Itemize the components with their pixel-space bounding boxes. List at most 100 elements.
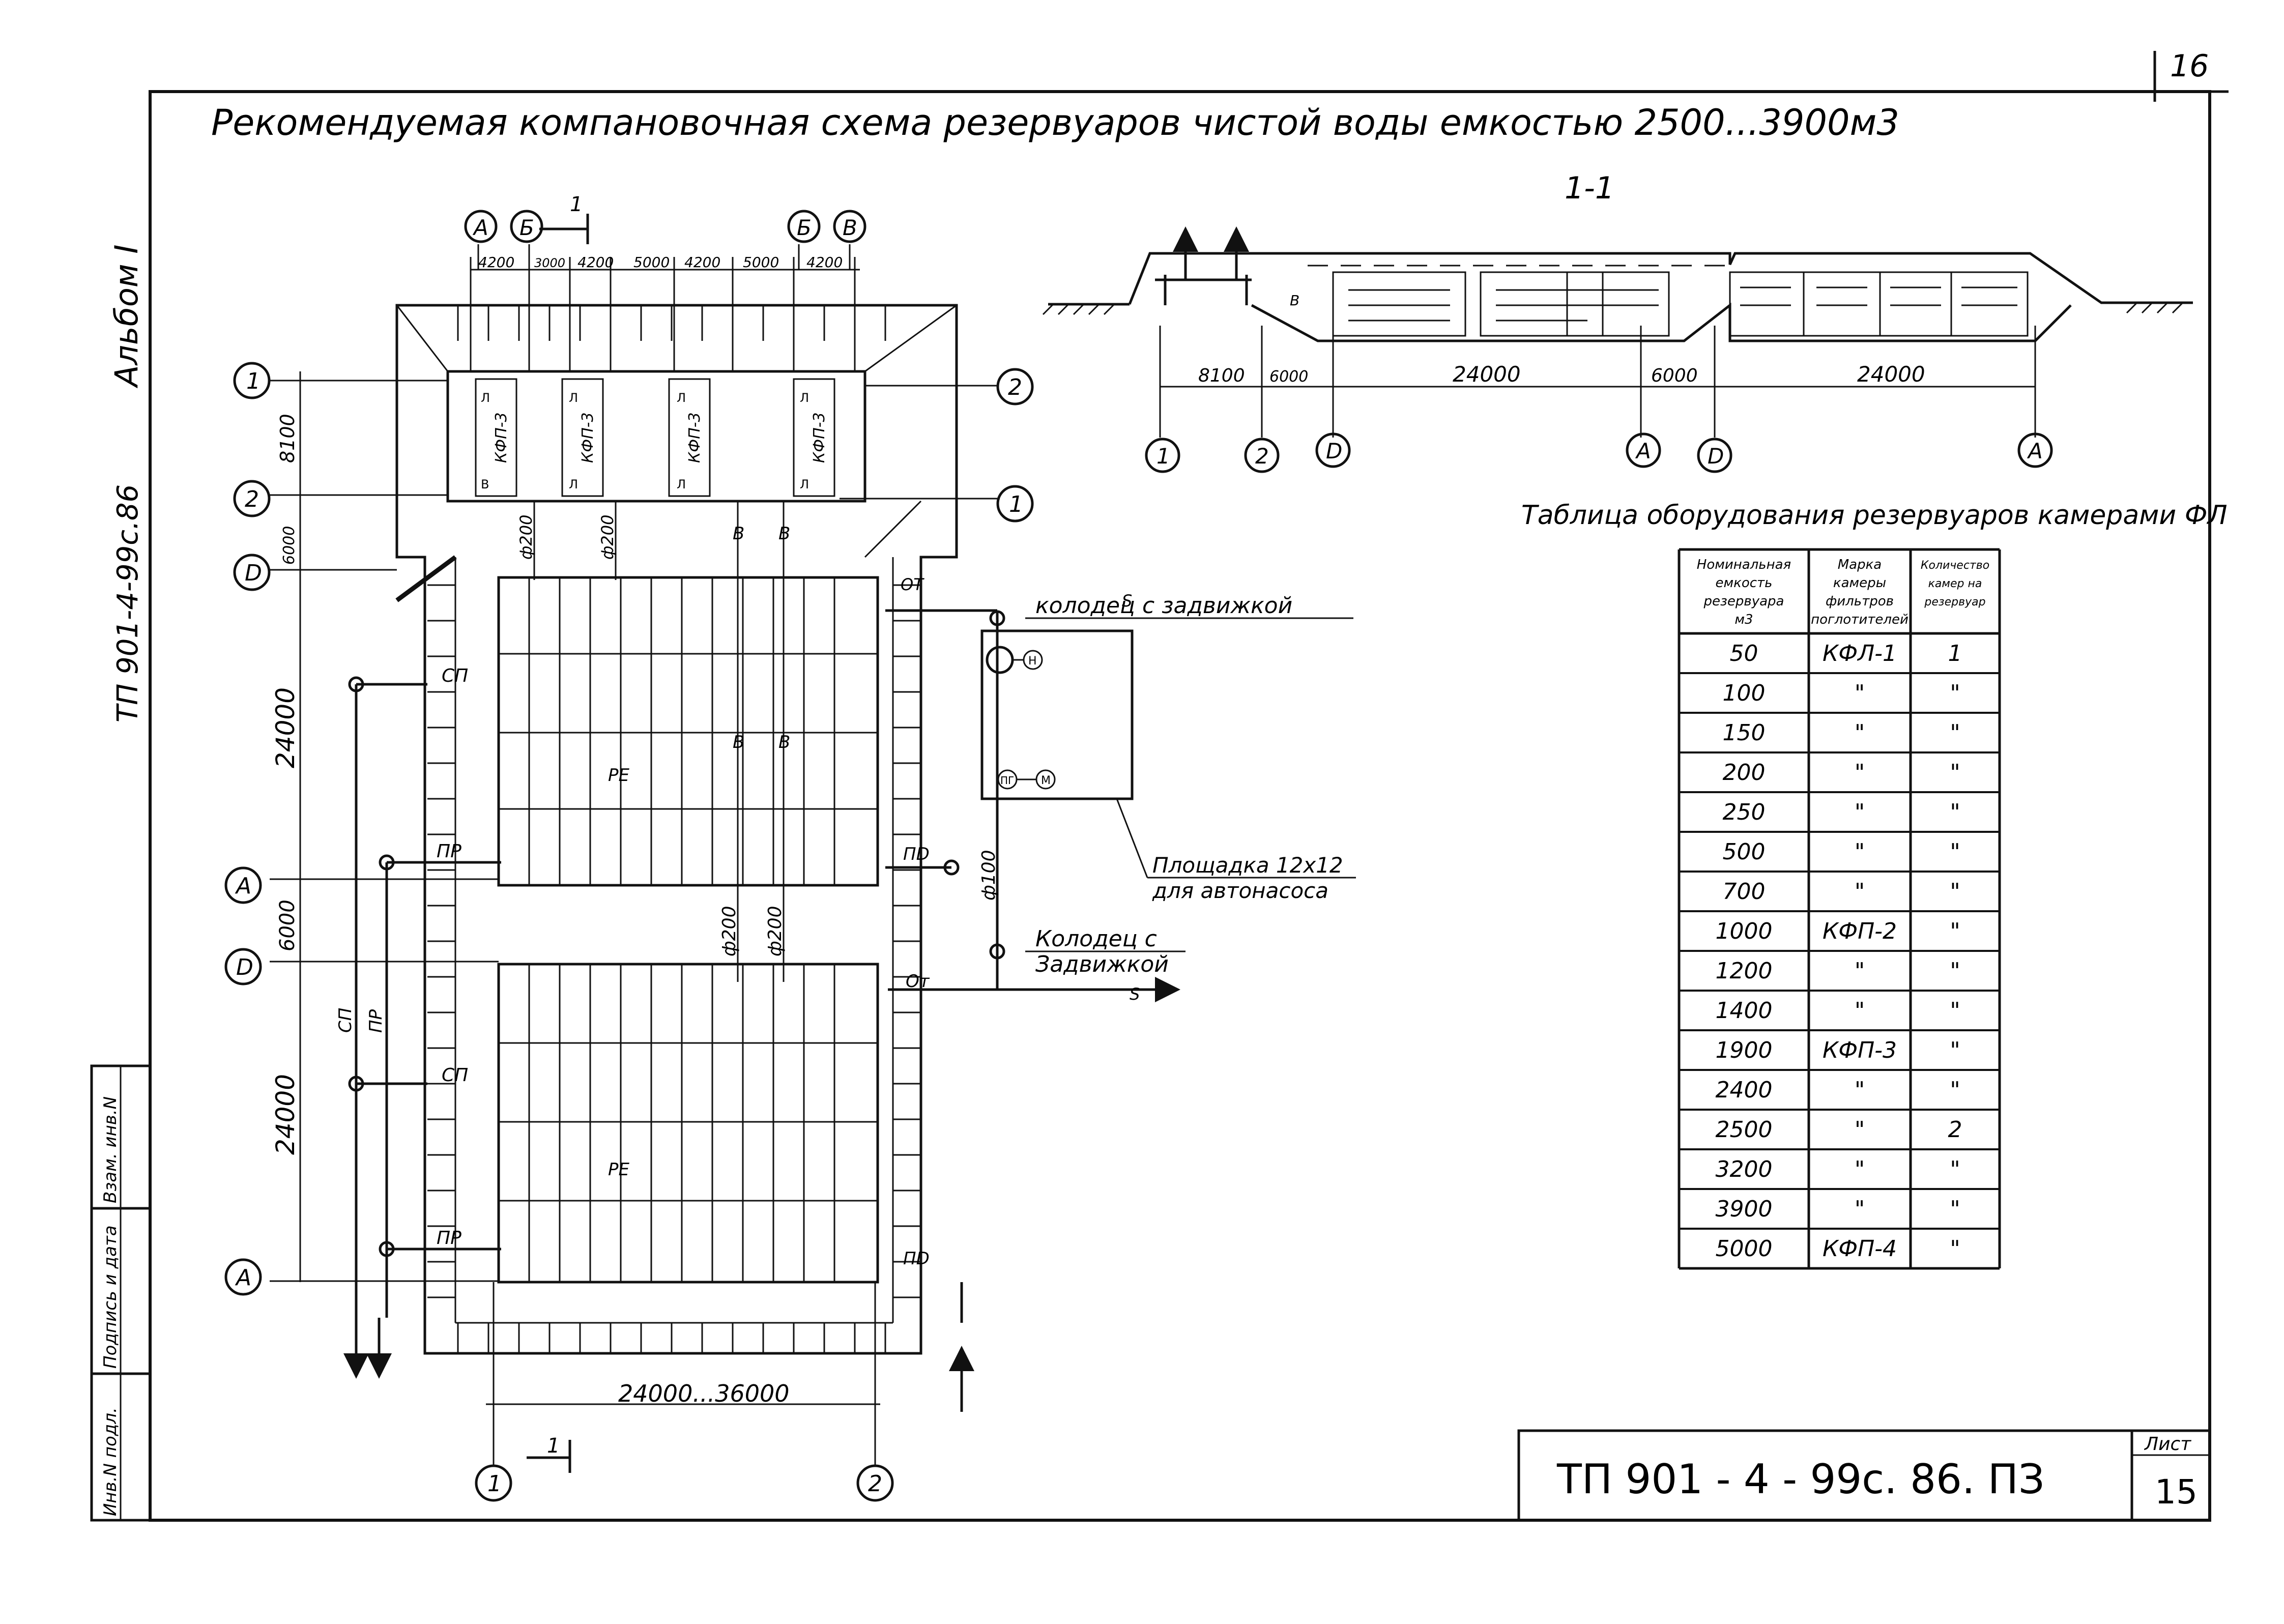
stamp-code: ТП 901 - 4 - 99с. 86. ПЗ [1556,1456,2044,1503]
table-cell: " [1950,1196,1960,1222]
pipe-v-1: В [733,524,744,544]
pipe-phi100: ф100 [978,850,999,901]
table-cell: 1200 [1716,958,1773,984]
table-cell: 100 [1723,680,1766,706]
axis-A-left-2: А [235,1265,251,1291]
stamp-sign: Подпись и дата [100,1225,121,1369]
table-cell: КФП-2 [1823,918,1897,944]
table-cell: " [1855,1156,1865,1182]
axis-2-bottom: 2 [868,1471,882,1497]
plan-drawing [270,214,1356,1473]
table-cell: 1900 [1716,1037,1773,1063]
table-cell: КФП-4 [1823,1236,1897,1262]
table-cell: " [1855,958,1865,984]
bottom-dim: 24000...36000 [618,1380,790,1407]
section-axis-2: 2 [1255,444,1269,469]
left-dim-3: 24000 [271,687,300,768]
table-cell: " [1950,1037,1960,1063]
top-dim-7: 4200 [806,254,843,271]
table-title: Таблица оборудования резервуаров камерам… [1521,500,2228,531]
top-dim-6: 5000 [743,254,779,271]
table-cell: 2500 [1716,1117,1773,1143]
table-cell: 250 [1723,799,1766,825]
top-dim-3: 4200 [577,254,614,271]
equipment-table: Номинальнаяемкостьрезервуарам3Маркакамер… [1678,548,2001,1270]
table-cell: " [1855,1196,1865,1222]
sheet-number: 15 [2155,1472,2198,1512]
sheet-title: Рекомендуемая компановочная схема резерв… [211,102,1899,143]
table-cell: " [1950,918,1960,944]
table-header-cell: камер на [1928,577,1982,590]
section-dim-4: 6000 [1651,365,1698,386]
table-header-cell: поглотителей [1811,612,1909,627]
camera-letter-3: Л [677,391,686,405]
section-title: 1-1 [1565,170,1614,206]
axis-B-top-left: Б [519,215,534,240]
pipe-phi200-2: ф200 [598,515,617,560]
table-cell: 3900 [1716,1196,1773,1222]
camera-4-label: КФП-3 [811,412,828,463]
tank-1-label: РЕ [608,765,630,786]
bottom-hatch [457,1323,886,1353]
table-cell: 2400 [1716,1077,1773,1103]
label-ot: ОТ [901,575,924,594]
pipe-v-4: В [778,732,790,752]
section-axis-5: D [1708,444,1724,469]
top-dim-5: 4200 [684,254,720,271]
stamp-inv: Инв.N подл. [100,1407,121,1516]
well-bottom-label-1: Колодец с [1035,926,1157,952]
table-cell: " [1855,1077,1865,1103]
label-pr-1: ПР [437,841,461,862]
plan-axis-bubbles [224,210,1034,1502]
top-dim-2: 3000 [534,256,565,270]
section-mark-b: В [1290,292,1299,309]
camera-letter-7: Л [677,477,686,491]
table-cell: 1400 [1716,998,1773,1024]
table-cell: КФП-3 [1823,1037,1897,1063]
label-sp-1: СП [442,665,468,686]
sheet-frame [90,51,2229,1522]
table-header-cell: Количество [1921,559,1989,572]
left-dim-2: 6000 [280,526,298,565]
tank-2 [497,963,879,1284]
axis-2-left: 2 [245,486,259,512]
label-sp-vert: СП [335,1008,356,1033]
camera-letter-5: В [481,477,489,491]
pipe-v-3: В [733,732,744,752]
page-top-number: 16 [2170,48,2209,84]
left-dim-1: 8100 [276,414,299,463]
label-pr-vert: ПР [366,1009,386,1033]
camera-letter-8: Л [800,477,809,491]
section-axis-3: D [1326,439,1342,463]
table-header-cell: фильтров [1826,594,1894,609]
top-hatch [457,305,886,341]
axis-D-left-2: D [236,954,253,980]
tank-2-label: РЕ [608,1159,630,1180]
table-cell: КФЛ-1 [1823,641,1897,666]
table-cell: 2 [1948,1117,1962,1143]
table-cell: 150 [1723,720,1766,746]
table-cell: 700 [1723,879,1766,905]
table-cell: " [1950,1077,1960,1103]
table-cell: " [1855,879,1865,905]
table-cell: 50 [1730,641,1758,666]
doc-code-side: ТП 901-4-99с.86 [111,484,144,722]
table-cell: " [1950,839,1960,865]
axis-V-top-right: В [843,215,857,240]
table-cell: 3200 [1716,1156,1773,1182]
table-cell: " [1950,1236,1960,1262]
stamp-replace: Взам. инв.N [100,1096,121,1203]
table-cell: " [1855,998,1865,1024]
table-cell: 1000 [1716,918,1773,944]
label-pr-2: ПР [437,1228,461,1249]
table-cell: " [1855,839,1865,865]
camera-3-label: КФП-3 [686,412,704,463]
table-cell: 200 [1723,760,1766,786]
table-cell: " [1855,799,1865,825]
table-cell: " [1950,680,1960,706]
axis-2-right: 2 [1008,374,1022,400]
table-cell: " [1855,720,1865,746]
platform-mark-m: М [1041,774,1051,787]
section-dim-3: 24000 [1453,362,1521,387]
camera-2-label: КФП-3 [579,412,597,463]
